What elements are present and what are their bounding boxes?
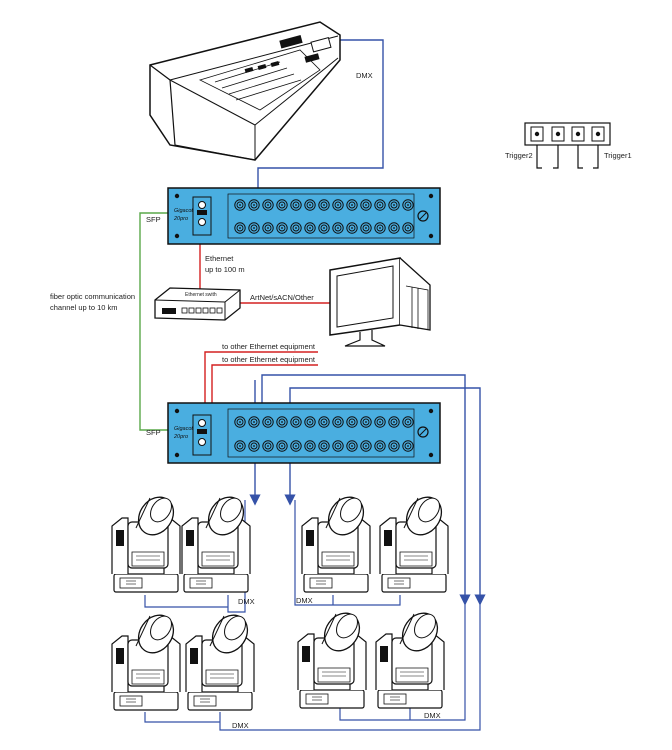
dmx-out-3-line	[261, 374, 471, 606]
fiber-label-line2: channel up to 10 km	[50, 303, 118, 312]
dmx-chain-row1-right	[294, 500, 401, 606]
switch-label: Ethernet swith	[185, 292, 217, 298]
bottom-rack-brand: Gigacot	[174, 426, 193, 432]
moving-head-icon	[297, 605, 368, 709]
sfp-top-label: SFP	[146, 215, 161, 224]
bottom-rack-model: 20pro	[173, 434, 188, 440]
dmx-chain-row2-left	[144, 600, 481, 731]
ethernet-switch-icon	[154, 287, 241, 321]
dmx-out-4-line	[289, 387, 486, 606]
ethernet-label-line1: Ethernet	[205, 254, 234, 263]
fiber-label-line1: fiber optic communication	[50, 292, 135, 301]
top-rack-model: 20pro	[173, 216, 188, 222]
other-ethernet-label-1: to other Ethernet equipment	[222, 342, 316, 351]
rack-node-icon	[167, 402, 441, 464]
dmx-fixture-label-1: DMX	[238, 597, 255, 606]
dmx-fixture-label-4: DMX	[424, 711, 441, 720]
moving-head-icon	[185, 607, 256, 711]
other-ethernet-label-2: to other Ethernet equipment	[222, 355, 316, 364]
moving-head-icon	[111, 489, 182, 593]
dmx-fixture-label-3: DMX	[232, 721, 249, 730]
trigger1-label: Trigger1	[604, 151, 632, 160]
dmx-chain-row2-right	[339, 600, 466, 721]
console-dmx-line	[257, 39, 384, 202]
trigger-connector-icon	[524, 122, 611, 169]
dmx-fixture-label-2: DMX	[296, 596, 313, 605]
console-dmx-label: DMX	[356, 71, 373, 80]
rack-node-icon	[167, 187, 441, 245]
ethernet-label-line2: up to 100 m	[205, 265, 245, 274]
sfp-bottom-label: SFP	[146, 428, 161, 437]
moving-head-icon	[181, 489, 252, 593]
trigger2-label: Trigger2	[505, 151, 533, 160]
moving-head-icon	[301, 489, 372, 593]
moving-head-icon	[375, 605, 446, 709]
moving-head-icon	[111, 607, 182, 711]
moving-head-icon	[379, 489, 450, 593]
top-rack-brand: Gigacot	[174, 208, 193, 214]
fiber-optic-line	[139, 212, 170, 431]
artnet-label: ArtNet/sACN/Other	[250, 293, 314, 302]
monitor-icon	[329, 257, 431, 347]
lighting-console-icon	[149, 21, 341, 161]
